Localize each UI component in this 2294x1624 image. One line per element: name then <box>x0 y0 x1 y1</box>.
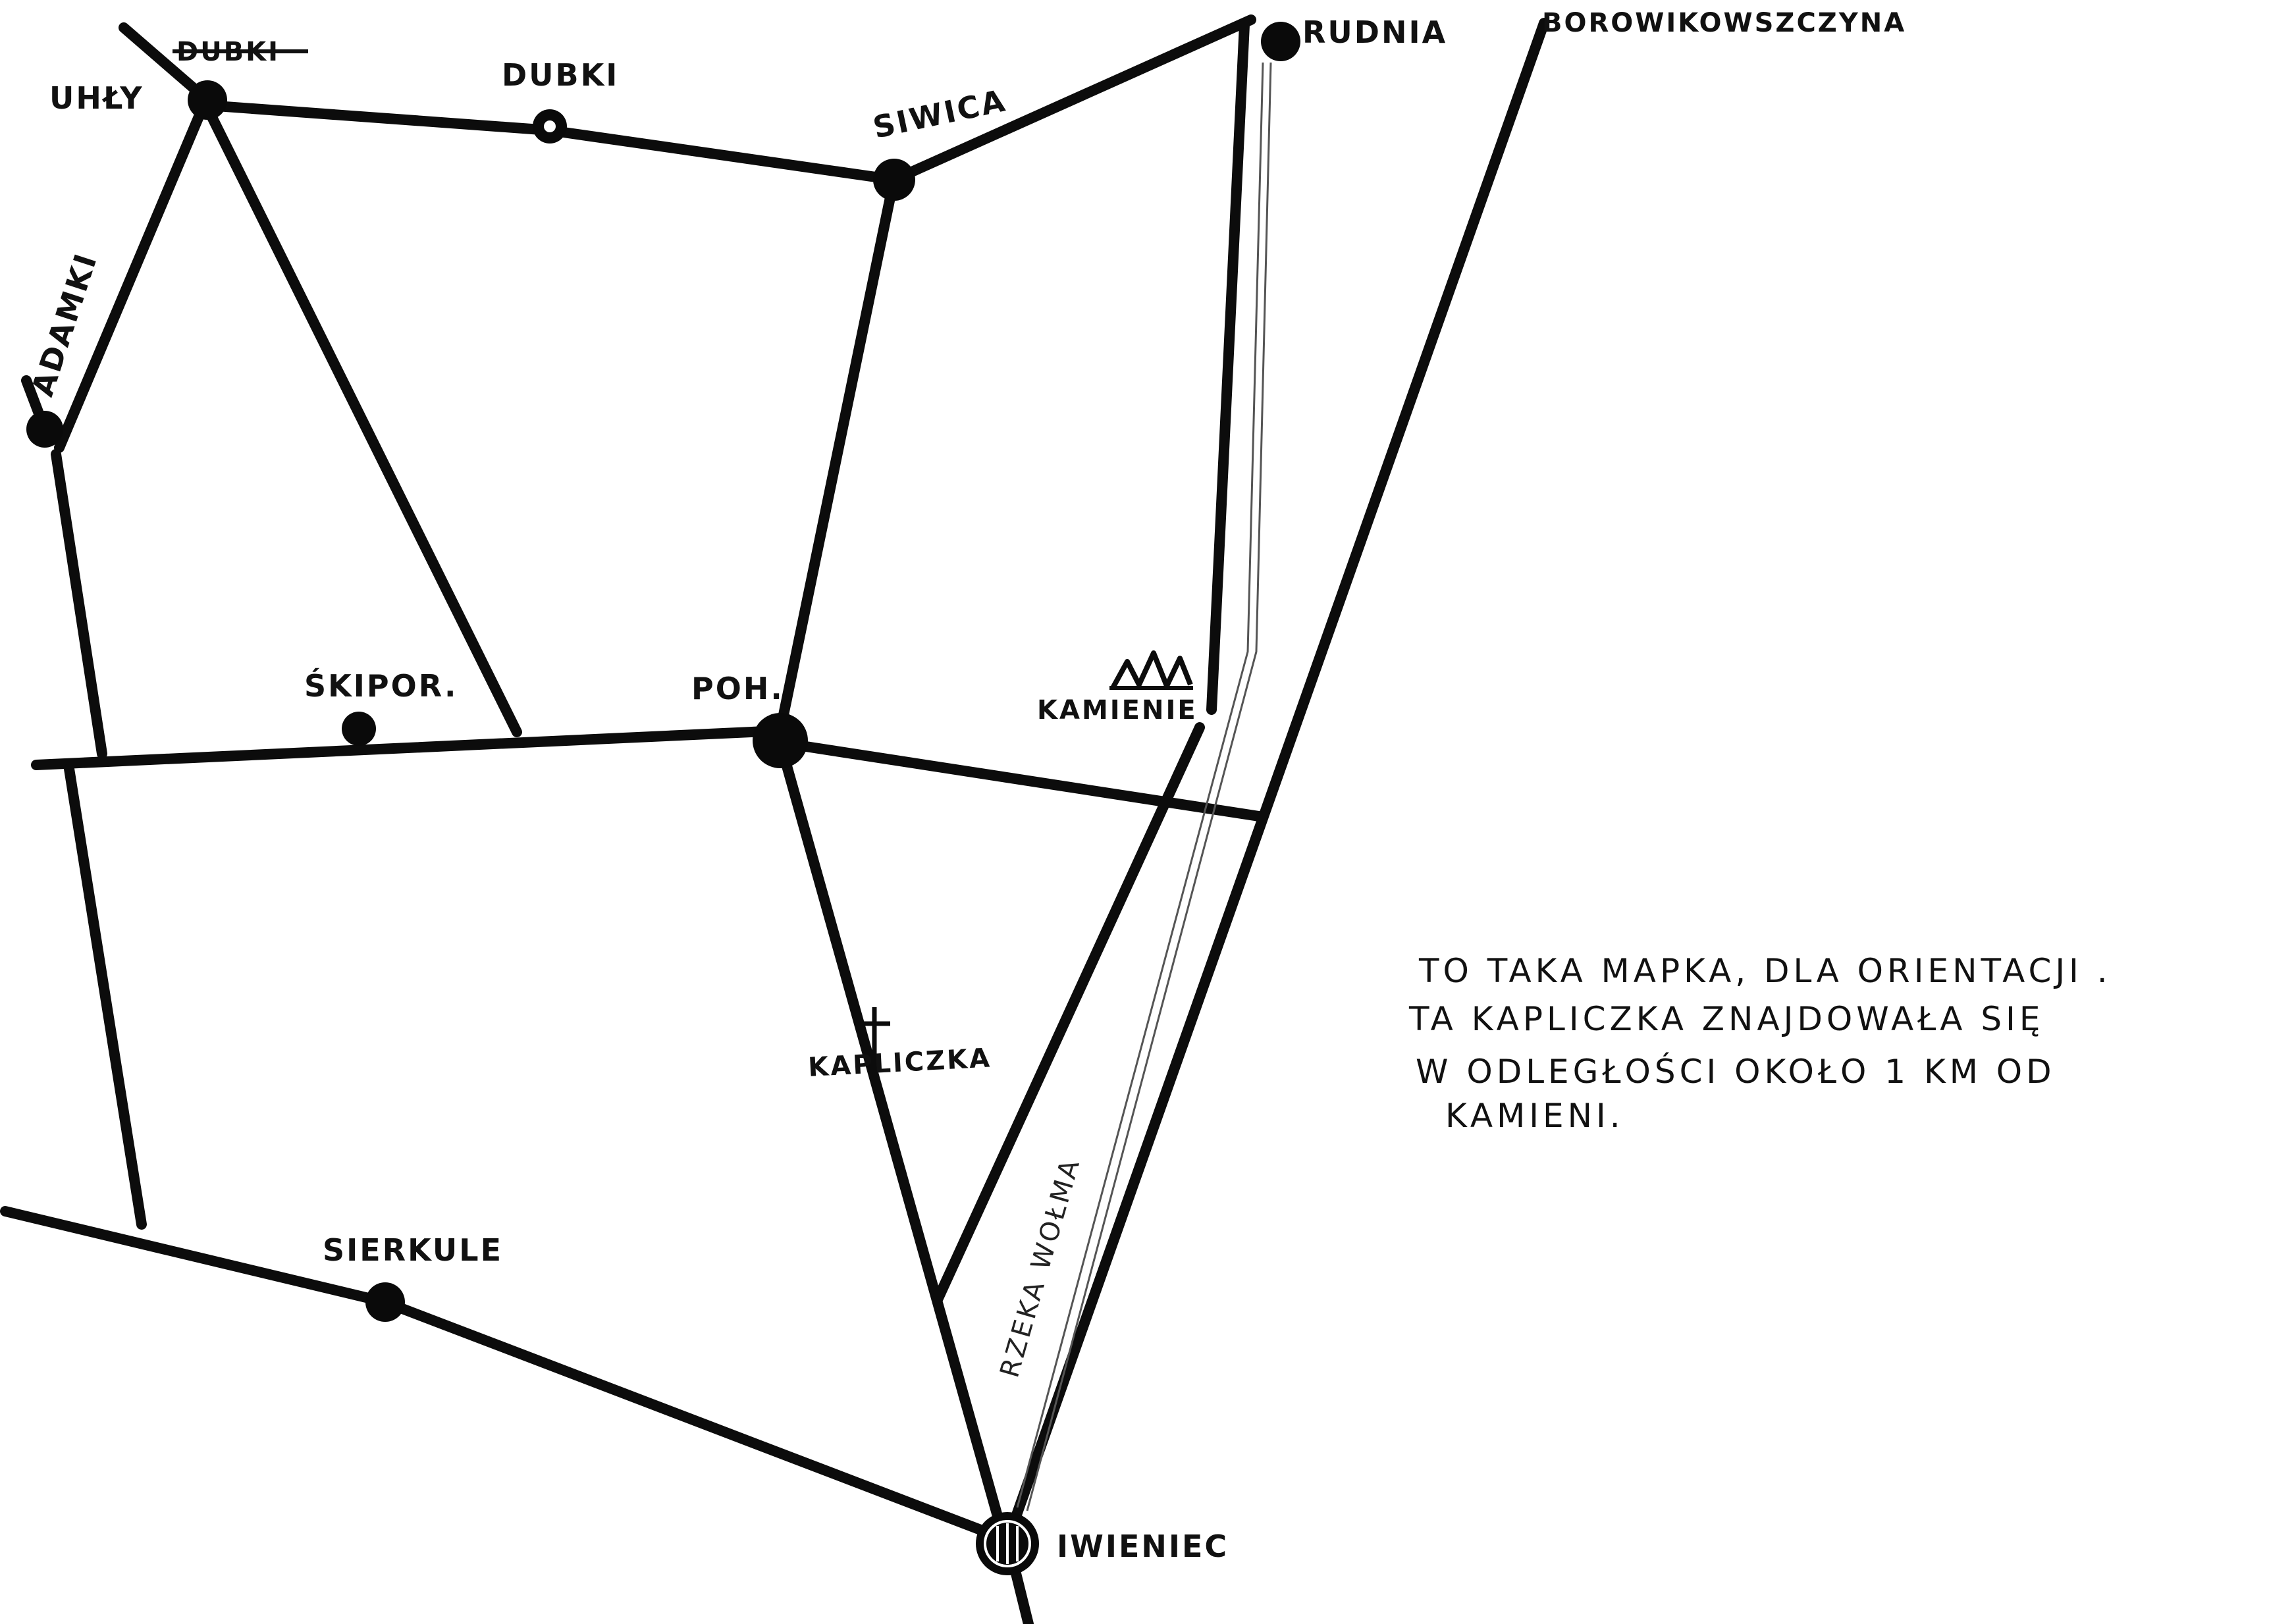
labels: UHŁY DUBKI DUBKI SIWICA RUDNIA BOROWIKOW… <box>24 8 1906 1564</box>
note-line-2: TA KAPLICZKA ZNAJDOWAŁA SIĘ <box>1408 1000 2044 1038</box>
settlements <box>26 22 1300 1575</box>
sierkule-dot <box>365 1282 405 1322</box>
dubki-dot-center <box>544 120 556 132</box>
uhly-dot <box>188 80 227 120</box>
label-kapliczka: KAPLICZKA <box>807 1043 992 1083</box>
note-line-3: W ODLEGŁOŚCI OKOŁO 1 KM OD <box>1416 1052 2056 1091</box>
label-poh: POH. <box>691 671 784 706</box>
label-kamienie: KAMIENIE <box>1037 695 1198 725</box>
road-west-poh <box>31 725 786 770</box>
rudnia-dot <box>1261 22 1300 61</box>
road-uhly-dubki <box>202 100 555 136</box>
adamki-dot <box>26 411 63 448</box>
label-dubki: DUBKI <box>502 57 619 93</box>
river-bank-2 <box>1026 62 1272 1511</box>
road-uhly-skipor-junction <box>207 112 522 737</box>
river-wolma <box>1016 62 1272 1511</box>
road-dubki-siwica <box>545 125 899 185</box>
road-siwica-rudnia <box>889 14 1256 185</box>
orientation-note: TO TAKA MAPKA, DLA ORIENTACJI . TA KAPLI… <box>1408 952 2112 1135</box>
road-poh-iwieniec <box>775 737 1007 1538</box>
note-line-1: TO TAKA MAPKA, DLA ORIENTACJI . <box>1418 952 2112 990</box>
label-uhly: UHŁY <box>49 80 144 116</box>
chapel-cross-icon <box>859 1007 890 1070</box>
road-sierkule-iwieniec <box>380 1297 1005 1542</box>
label-skipor: ŚKIPOR. <box>304 668 458 704</box>
road-poh-east <box>775 737 1264 822</box>
label-borowikowszczyna: BOROWIKOWSZCZYNA <box>1542 8 1906 38</box>
siwica-dot <box>873 159 915 201</box>
road-sierkule-west <box>0 1206 390 1307</box>
road-kamienie-southwest <box>933 722 1205 1303</box>
road-siwica-poh <box>775 192 895 736</box>
road-borowikowszczyna-iwieniec <box>1007 18 1549 1531</box>
note-line-4: KAMIENI. <box>1445 1097 1624 1135</box>
kamienie-stones-icon <box>1109 650 1193 690</box>
road-rudnia-kamienie <box>1206 20 1250 715</box>
skipor-dot <box>342 712 376 746</box>
label-rudnia: RUDNIA <box>1302 14 1447 50</box>
road-uhly-adamki <box>54 107 206 453</box>
road-west-south <box>64 764 147 1230</box>
river-bank-1 <box>1016 62 1264 1508</box>
poh-dot <box>753 713 808 768</box>
label-iwieniec: IWIENIEC <box>1057 1529 1229 1564</box>
label-sierkule: SIERKULE <box>323 1232 503 1268</box>
roads <box>0 14 1549 1624</box>
road-adamki-south <box>51 449 107 759</box>
iwieniec-marker <box>976 1512 1039 1575</box>
